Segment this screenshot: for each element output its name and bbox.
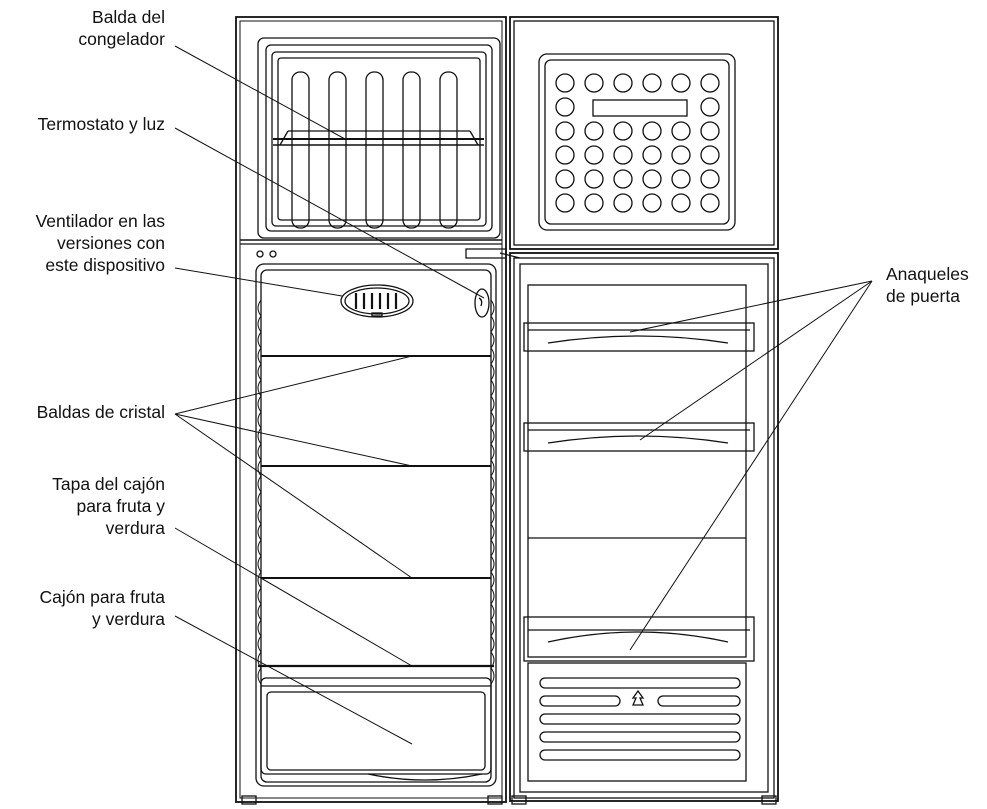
label-line: Tapa del cajón [52, 474, 165, 494]
thermostat [474, 288, 490, 318]
label-line: Ventilador en las [35, 211, 165, 231]
door-dimple [555, 145, 575, 165]
door-dimple [700, 193, 720, 213]
door-dimple [671, 145, 691, 165]
label-line: de puerta [886, 286, 960, 306]
leader-crisper-cover [174, 527, 413, 667]
side-rails [257, 299, 495, 685]
door-dimple [555, 97, 575, 117]
door-bins [523, 322, 755, 662]
fan [340, 284, 414, 318]
vent-grille [527, 662, 747, 782]
leader-lines [174, 45, 873, 745]
leader-thermostat [174, 127, 485, 299]
door-dimple [555, 193, 575, 213]
door-dimple [555, 121, 575, 141]
freezer-shelf [273, 130, 484, 146]
label-line: verdura [105, 518, 165, 538]
freezer-ribs [291, 71, 458, 229]
label-glass-shelves: Baldas de cristal [37, 401, 165, 423]
label-line: Balda del [92, 7, 165, 27]
door-dimple [642, 169, 662, 189]
label-line: versiones con [57, 233, 165, 253]
leader-shelf-2 [174, 413, 413, 467]
door-dimple [700, 121, 720, 141]
door-dimple [671, 121, 691, 141]
leader-shelf-1 [174, 355, 413, 415]
label-line: Anaqueles [886, 264, 969, 284]
label-fan: Ventilador en las versiones con este dis… [36, 210, 165, 276]
fridge-front [465, 16, 779, 805]
door-dimple [642, 73, 662, 93]
label-door-shelves: Anaqueles de puerta [886, 263, 969, 307]
door-dimple [700, 73, 720, 93]
label-freezer-shelf: Balda del congelador [78, 6, 165, 50]
door-dimple [584, 73, 604, 93]
door-dimple [584, 121, 604, 141]
door-dimple [700, 97, 720, 117]
door-dimple [642, 121, 662, 141]
door-dimple [584, 193, 604, 213]
label-line: Baldas de cristal [36, 402, 165, 422]
crisper-drawer [260, 677, 492, 781]
label-line: Termostato y luz [37, 114, 165, 134]
door-dimple [613, 169, 633, 189]
door-dimple [555, 169, 575, 189]
door-dimple [642, 193, 662, 213]
label-line: congelador [78, 29, 165, 49]
leader-door-bin-3 [629, 280, 873, 651]
glass-shelves [261, 355, 491, 579]
door-dimple [613, 145, 633, 165]
leader-fan [174, 267, 343, 297]
label-line: para fruta y [76, 496, 165, 516]
freezer-door-dimples [555, 73, 720, 213]
door-dimple [700, 145, 720, 165]
label-crisper-cover: Tapa del cajón para fruta y verdura [52, 473, 165, 539]
label-crisper: Cajón para fruta y verdura [40, 586, 166, 630]
fridge-interior [235, 16, 507, 805]
door-dimple [700, 169, 720, 189]
label-line: Cajón para fruta [39, 587, 166, 607]
door-dimple [671, 193, 691, 213]
leader-door-bin-2 [639, 280, 873, 441]
leader-shelf-3 [174, 413, 413, 579]
door-dimple [613, 193, 633, 213]
leader-door-bin-1 [629, 280, 873, 333]
leader-crisper [174, 615, 413, 745]
door-dimple [613, 121, 633, 141]
door-dimple [642, 145, 662, 165]
label-line: este dispositivo [45, 255, 165, 275]
label-thermostat: Termostato y luz [38, 113, 165, 135]
door-dimple [671, 169, 691, 189]
door-dimple [555, 73, 575, 93]
door-dimple [584, 169, 604, 189]
door-dimple [613, 73, 633, 93]
door-dimple [671, 73, 691, 93]
label-line: y verdura [92, 609, 165, 629]
door-dimple [584, 145, 604, 165]
leader-freezer-shelf [174, 45, 346, 140]
